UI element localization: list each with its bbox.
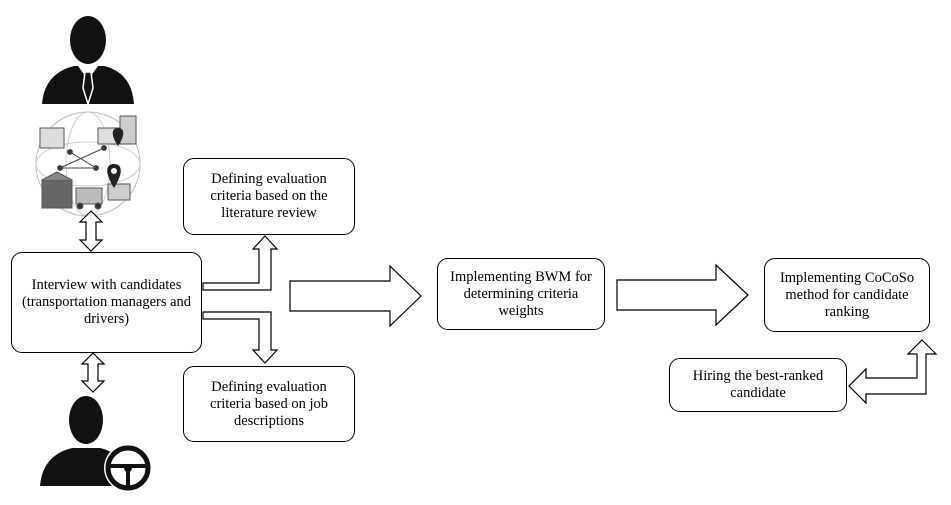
cocoso-box: Implementing CoCoSo method for candidate… bbox=[764, 258, 930, 332]
hiring-box-label: Hiring the best-ranked candidate bbox=[692, 368, 824, 401]
interview-box-label: Interview with candidates (transportatio… bbox=[21, 277, 192, 327]
hiring-box: Hiring the best-ranked candidate bbox=[669, 358, 847, 412]
interview-box: Interview with candidates (transportatio… bbox=[11, 252, 202, 353]
bwm-box: Implementing BWM for determining criteri… bbox=[437, 258, 605, 330]
arrow-to-hiring bbox=[848, 339, 938, 405]
arrow-icons-to-interview bbox=[78, 210, 104, 252]
driver-with-steering-wheel-icon bbox=[40, 396, 152, 492]
arrow-to-job bbox=[202, 311, 279, 364]
literature-box-label: Defining evaluation criteria based on th… bbox=[210, 171, 328, 221]
arrow-to-bwm bbox=[289, 264, 422, 328]
arrow-to-cocoso bbox=[616, 263, 749, 327]
logistics-network-icon bbox=[35, 111, 141, 217]
arrow-to-literature bbox=[202, 235, 279, 291]
cocoso-box-label: Implementing CoCoSo method for candidate… bbox=[779, 269, 915, 320]
bwm-box-label: Implementing BWM for determining criteri… bbox=[450, 268, 592, 319]
job-box-label: Defining evaluation criteria based on jo… bbox=[210, 378, 328, 429]
arrow-interview-to-driver bbox=[80, 352, 106, 393]
literature-box: Defining evaluation criteria based on th… bbox=[183, 158, 355, 235]
job-box: Defining evaluation criteria based on jo… bbox=[183, 366, 355, 442]
business-person-icon bbox=[42, 16, 134, 107]
